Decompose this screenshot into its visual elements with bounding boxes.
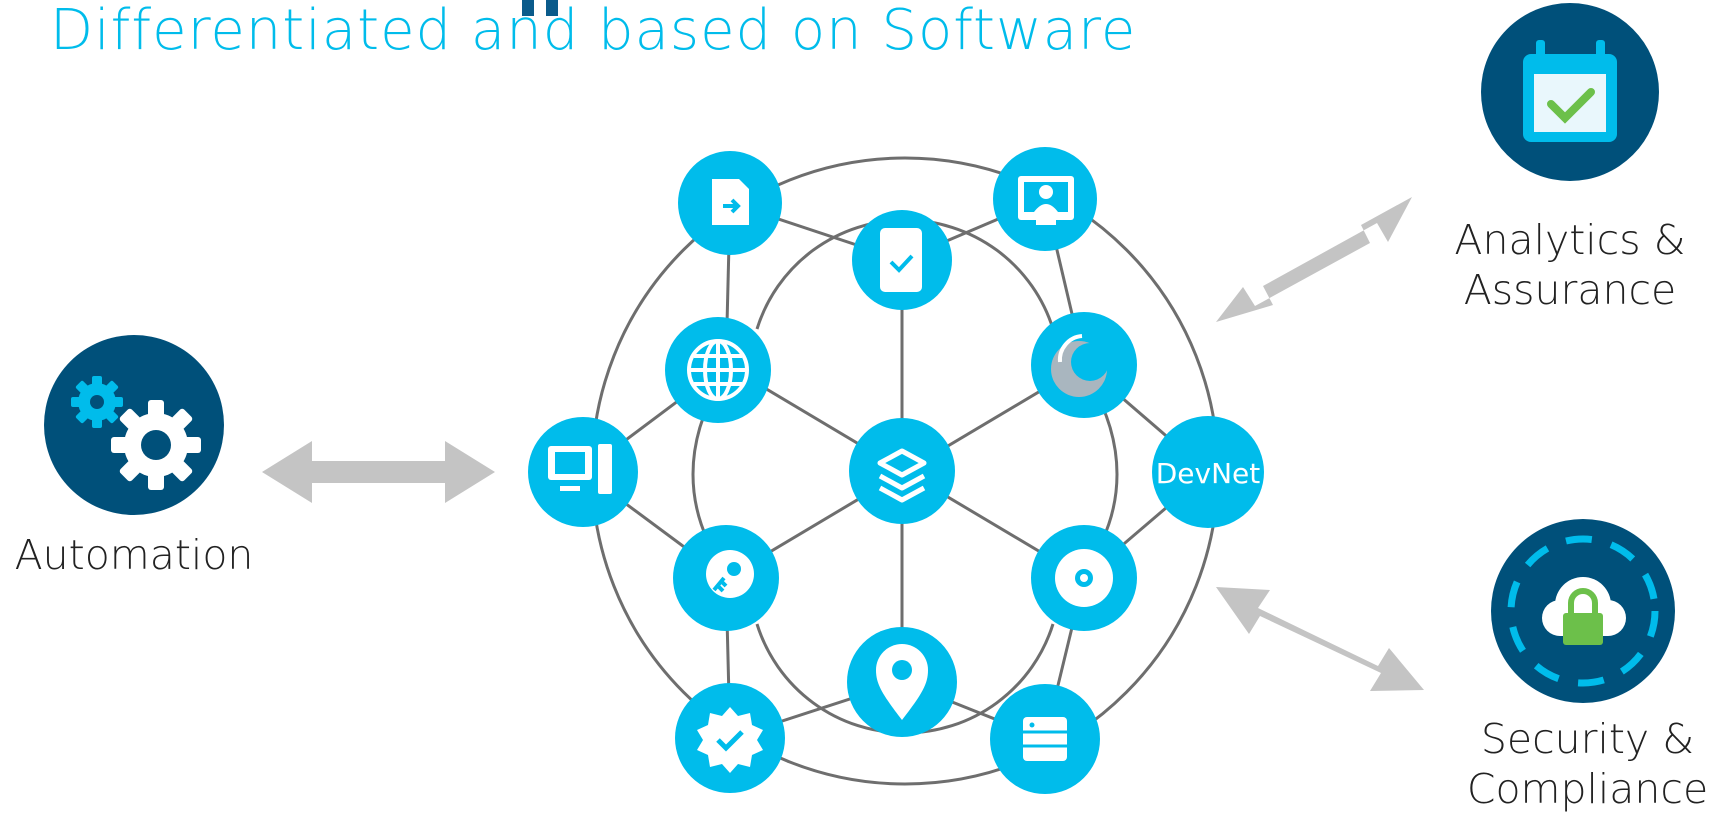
arrow-analytics: [1216, 197, 1412, 322]
arrow-security: [1216, 587, 1424, 691]
security-label: Security & Compliance: [1455, 714, 1720, 814]
globe-icon: [665, 317, 771, 423]
analytics-label-line1: Analytics &: [1454, 216, 1686, 264]
gears-icon: [44, 335, 224, 515]
security-label-line1: Security &: [1480, 715, 1695, 763]
automation-label-text: Automation: [14, 531, 254, 579]
server-icon: [990, 684, 1100, 794]
network-nodes: DevNet: [528, 147, 1264, 794]
cloud-lock-icon: [1491, 519, 1675, 703]
desktop-icon: [528, 417, 638, 527]
disc-icon: [1031, 525, 1137, 631]
key-icon: [673, 525, 779, 631]
automation-label: Automation: [0, 530, 268, 580]
security-label-line2: Compliance: [1466, 765, 1709, 813]
analytics-label-line2: Assurance: [1463, 266, 1677, 314]
devnet-label: DevNet: [1156, 457, 1261, 490]
arrows: [262, 197, 1424, 691]
analytics-label: Analytics & Assurance: [1440, 215, 1700, 315]
page-title: Differentiated and based on Software: [50, 0, 1137, 63]
location-pin-icon: [847, 627, 957, 737]
devnet-node: DevNet: [1152, 416, 1264, 528]
monitor-user-icon: [993, 147, 1097, 251]
webex-swirl-icon: [1031, 312, 1137, 418]
calendar-check-icon: [1481, 3, 1659, 181]
verified-badge-icon: [675, 683, 785, 793]
arrow-automation: [262, 441, 495, 503]
file-export-icon: [678, 151, 782, 255]
mobile-check-icon: [852, 210, 952, 310]
layers-icon: [849, 418, 955, 524]
title-overflow-fragment: [508, 0, 604, 16]
